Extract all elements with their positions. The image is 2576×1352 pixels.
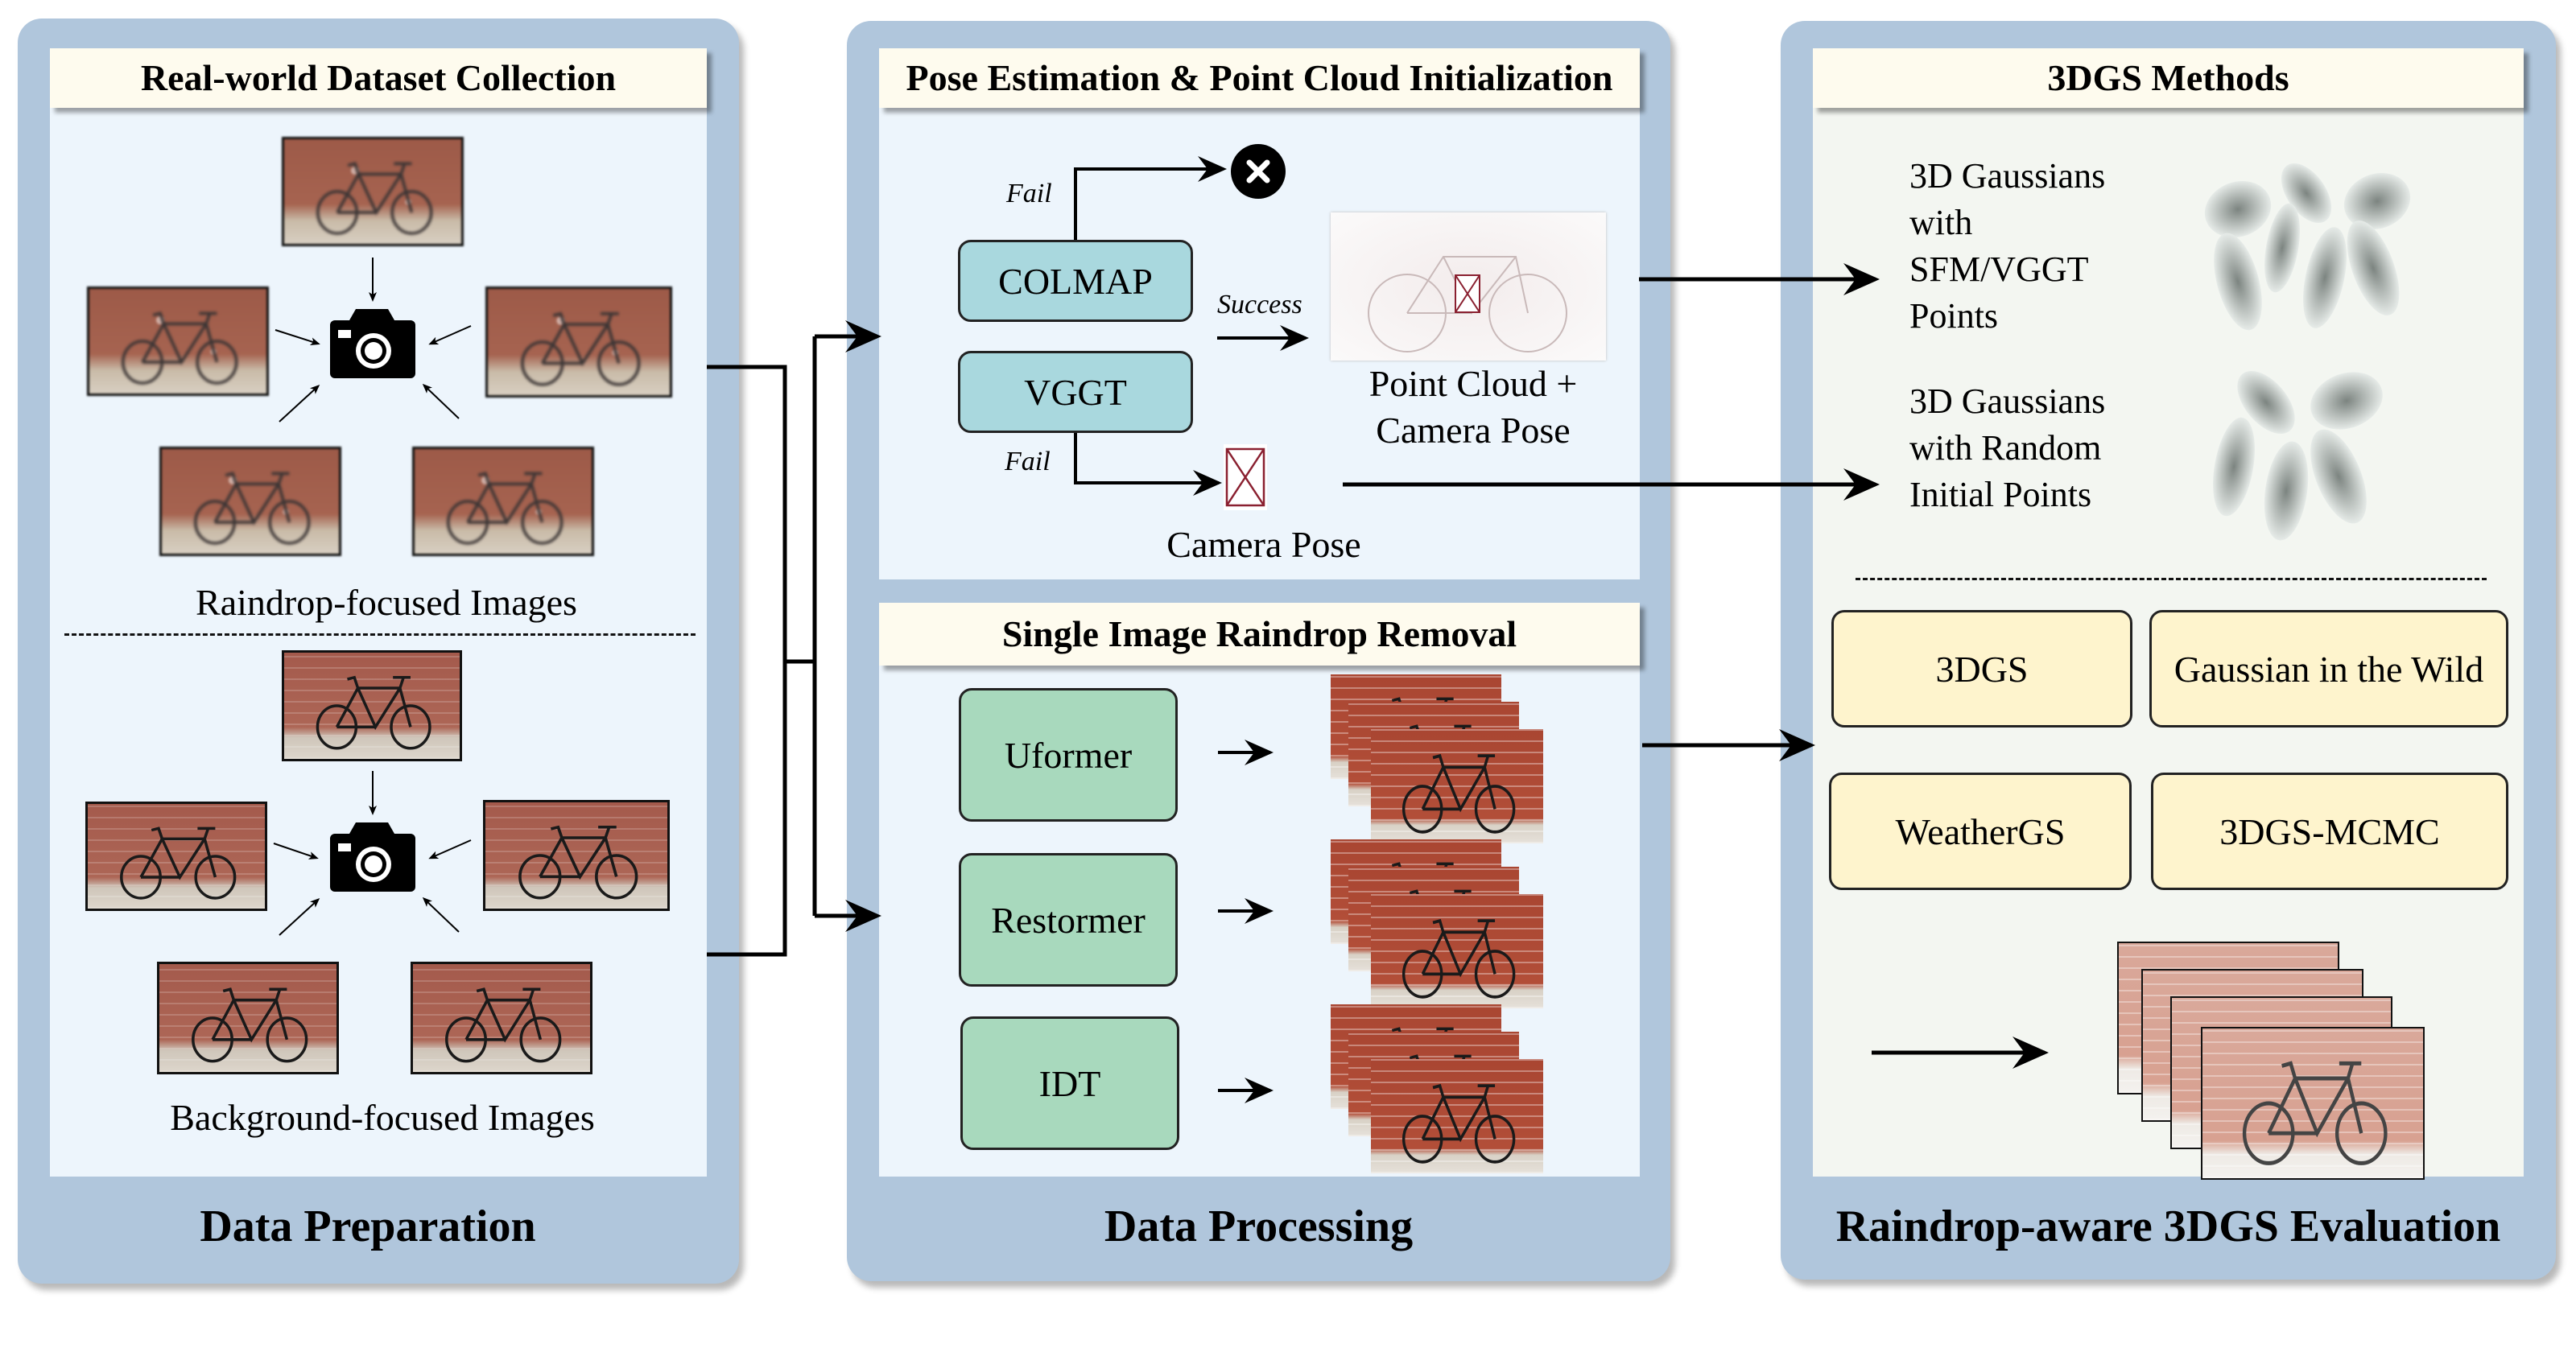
method-3dgs: 3DGS	[1831, 610, 2132, 728]
gaussians-random-icon	[2213, 370, 2383, 541]
vggt-label: VGGT	[1024, 371, 1127, 413]
background-image-right	[483, 800, 670, 911]
3dgs-methods-header: 3DGS Methods	[1813, 48, 2524, 108]
bicycle-drawing	[120, 826, 237, 900]
bicycle-drawing	[2242, 1061, 2388, 1165]
bicycle-drawing	[194, 472, 311, 545]
raindrop-removal-header: Single Image Raindrop Removal	[879, 603, 1640, 666]
background-focused-caption: Background-focused Images	[170, 1097, 595, 1138]
camera-pose-caption: Camera Pose	[1166, 524, 1361, 565]
gaussians-sfm-icon	[2204, 163, 2411, 331]
fail-label-bottom: Fail	[1005, 447, 1051, 476]
restormer-box: Restormer	[959, 853, 1178, 987]
sfm-init-line: Points	[1909, 296, 1999, 336]
camera-icon	[330, 309, 415, 378]
background-image-top	[282, 650, 462, 761]
rendered-image	[2201, 1027, 2425, 1180]
sfm-init-line: with	[1909, 203, 1973, 242]
raindrop-image-left	[87, 286, 269, 396]
bicycle-drawing	[1402, 918, 1516, 999]
method-3dgs-label: 3DGS	[1935, 648, 2029, 690]
bicycle-drawing	[316, 162, 433, 235]
idt-label: IDT	[1038, 1062, 1101, 1104]
background-image-bottom-left	[157, 962, 339, 1074]
close-circle-icon	[1231, 144, 1286, 199]
success-label: Success	[1217, 290, 1302, 319]
camera-icon	[330, 822, 415, 892]
raindrop-image-bottom-right	[412, 447, 594, 556]
bicycle-drawing	[122, 311, 238, 385]
output-image	[1371, 729, 1543, 843]
method-gaussian-in-the-wild-label: Gaussian in the Wild	[2174, 648, 2484, 690]
point-cloud-caption-line2: Camera Pose	[1376, 410, 1571, 451]
output-image	[1371, 1059, 1543, 1173]
bicycle-drawing	[521, 311, 641, 386]
bicycle-drawing	[316, 675, 431, 750]
method-3dgs-mcmc-label: 3DGS-MCMC	[2219, 810, 2440, 852]
raindrop-image-top	[282, 137, 464, 246]
idt-box: IDT	[960, 1016, 1179, 1150]
point-cloud-sketch	[1368, 256, 1567, 352]
point-cloud-caption-line1: Point Cloud +	[1368, 363, 1578, 404]
camera-pose-frustum-icon	[1224, 444, 1267, 510]
colmap-label: COLMAP	[998, 260, 1153, 302]
bicycle-drawing	[518, 825, 638, 900]
random-init-label: 3D Gaussians with Random Initial Points	[1909, 378, 2105, 518]
bicycle-drawing	[445, 987, 562, 1063]
background-image-left	[85, 802, 267, 911]
fail-label-top: Fail	[1006, 179, 1052, 208]
pose-estimation-header: Pose Estimation & Point Cloud Initializa…	[879, 48, 1640, 108]
point-cloud-image	[1331, 212, 1606, 361]
random-init-line: 3D Gaussians	[1909, 381, 2106, 421]
bicycle-drawing	[1402, 753, 1516, 834]
real-world-dataset-collection-header: Real-world Dataset Collection	[50, 48, 707, 108]
group-divider	[64, 633, 696, 636]
method-weathergs-label: WeatherGS	[1895, 810, 2066, 852]
method-weathergs: WeatherGS	[1829, 773, 2132, 890]
background-image-bottom-right	[411, 962, 592, 1074]
output-image	[1371, 894, 1543, 1008]
vggt-box: VGGT	[958, 351, 1193, 433]
sfm-init-line: 3D Gaussians	[1909, 156, 2106, 196]
restormer-label: Restormer	[991, 899, 1146, 941]
bicycle-drawing	[192, 987, 308, 1063]
raindrop-focused-caption: Raindrop-focused Images	[196, 582, 577, 623]
bicycle-drawing	[1402, 1083, 1516, 1164]
random-init-line: with Random	[1909, 428, 2102, 468]
raindrop-aware-evaluation-title: Raindrop-aware 3DGS Evaluation	[1835, 1202, 2501, 1251]
random-init-line: Initial Points	[1909, 475, 2092, 514]
point-cloud-caption: Point Cloud + Camera Pose	[1320, 361, 1626, 454]
sfm-init-line: SFM/VGGT	[1909, 249, 2089, 289]
uformer-label: Uformer	[1004, 734, 1133, 776]
data-preparation-title: Data Preparation	[200, 1202, 536, 1251]
method-gaussian-in-the-wild: Gaussian in the Wild	[2149, 610, 2508, 728]
colmap-box: COLMAP	[958, 240, 1193, 322]
methods-divider	[1856, 578, 2487, 580]
bicycle-drawing	[447, 472, 564, 545]
raindrop-image-right	[485, 286, 672, 398]
uformer-box: Uformer	[959, 688, 1178, 822]
method-3dgs-mcmc: 3DGS-MCMC	[2151, 773, 2508, 890]
data-processing-title: Data Processing	[1104, 1202, 1414, 1251]
sfm-init-label: 3D Gaussians with SFM/VGGT Points	[1909, 153, 2105, 340]
raindrop-image-bottom-left	[159, 447, 341, 556]
